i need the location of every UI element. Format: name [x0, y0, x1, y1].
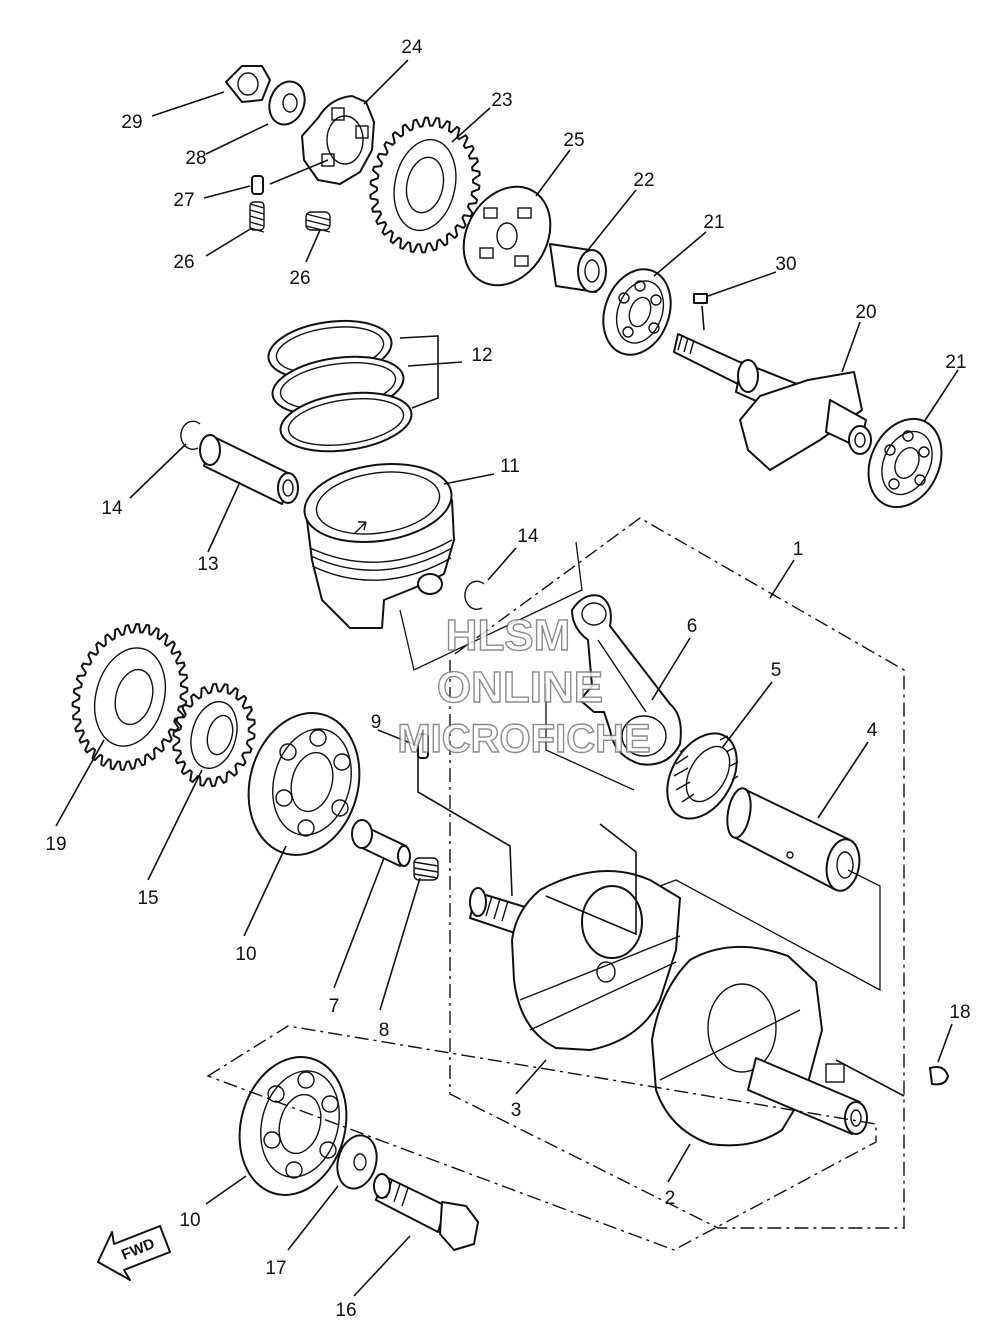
- callout-17: 17: [265, 1258, 286, 1279]
- callout-10: 10: [235, 944, 256, 965]
- callout-labels: 29 28 24 23 27 26 26 25 22 21 30 20 21 1…: [45, 37, 970, 1321]
- callout-4: 4: [867, 720, 878, 741]
- callout-23: 23: [491, 90, 512, 111]
- callout-9: 9: [371, 712, 382, 733]
- callout-16: 16: [335, 1300, 356, 1321]
- piston-part: [303, 462, 455, 629]
- callout-2: 2: [665, 1188, 676, 1209]
- callout-3: 3: [511, 1100, 522, 1121]
- forward-direction-arrow: FWD: [97, 1225, 171, 1281]
- spring-part: [249, 201, 265, 233]
- connecting-rod-part: [571, 594, 682, 766]
- crankshaft-left-part: [469, 870, 681, 1051]
- callout-5: 5: [771, 660, 782, 681]
- piston-pin-part: [199, 434, 299, 505]
- circlip-part: [464, 580, 485, 611]
- balancer-plate-part: [462, 185, 552, 287]
- primary-gear-part: [71, 623, 189, 771]
- washer-part: [336, 1134, 378, 1190]
- callout-20: 20: [855, 302, 876, 323]
- callout-13: 13: [197, 554, 218, 575]
- circlip-part: [180, 420, 201, 451]
- balancer-drive-gear-part: [172, 682, 256, 788]
- balancer-shaft-part: [673, 333, 872, 471]
- callout-1: 1: [793, 539, 804, 560]
- assembly-group-outlines: [206, 517, 905, 1251]
- watermark: HLSM ONLINE MICROFICHE: [397, 610, 652, 761]
- woodruff-key-part: [693, 293, 708, 304]
- main-bearing-part: [247, 712, 361, 856]
- callout-11: 11: [500, 456, 520, 477]
- bearing-part: [602, 268, 672, 356]
- bolt-part: [373, 1173, 479, 1251]
- callout-12: 12: [471, 345, 492, 366]
- drive-gear-part: [369, 116, 481, 254]
- collar-part: [549, 243, 607, 293]
- callout-14: 14: [101, 498, 123, 519]
- spring-part: [413, 857, 439, 881]
- watermark-line-2: ONLINE: [437, 663, 603, 712]
- callout-18: 18: [949, 1002, 970, 1023]
- leader-lines: [55, 59, 959, 1297]
- callout-8: 8: [379, 1020, 390, 1041]
- callout-21: 21: [945, 352, 966, 373]
- piston-rings-part: [267, 319, 413, 453]
- callout-19: 19: [45, 834, 66, 855]
- callout-7: 7: [329, 996, 340, 1017]
- bearing-part: [867, 417, 943, 509]
- needle-bearing-part: [666, 732, 739, 820]
- pin-part: [251, 175, 264, 195]
- callout-26: 26: [173, 252, 194, 273]
- callout-28: 28: [185, 148, 206, 169]
- callout-21: 21: [703, 212, 724, 233]
- lock-washer-part: [268, 80, 306, 126]
- callout-25: 25: [563, 130, 584, 151]
- woodruff-key-part: [929, 1066, 949, 1086]
- watermark-line-1: HLSM: [446, 611, 571, 660]
- watermark-line-3: MICROFICHE: [397, 717, 650, 761]
- callout-10: 10: [179, 1210, 200, 1231]
- callout-6: 6: [687, 616, 698, 637]
- callout-30: 30: [775, 254, 796, 275]
- callout-27: 27: [173, 190, 194, 211]
- callout-24: 24: [401, 37, 423, 58]
- bolt-part: [351, 819, 411, 867]
- callout-15: 15: [137, 888, 158, 909]
- drive-plate-part: [301, 95, 375, 185]
- callout-14: 14: [517, 526, 539, 547]
- callout-29: 29: [121, 112, 142, 133]
- spring-part: [305, 211, 331, 233]
- crankshaft-right-part: [651, 945, 868, 1147]
- main-bearing-part: [238, 1056, 348, 1196]
- crank-pin-part: [726, 787, 861, 892]
- nut-part: [225, 65, 271, 103]
- callout-22: 22: [633, 170, 654, 191]
- callout-26: 26: [289, 268, 310, 289]
